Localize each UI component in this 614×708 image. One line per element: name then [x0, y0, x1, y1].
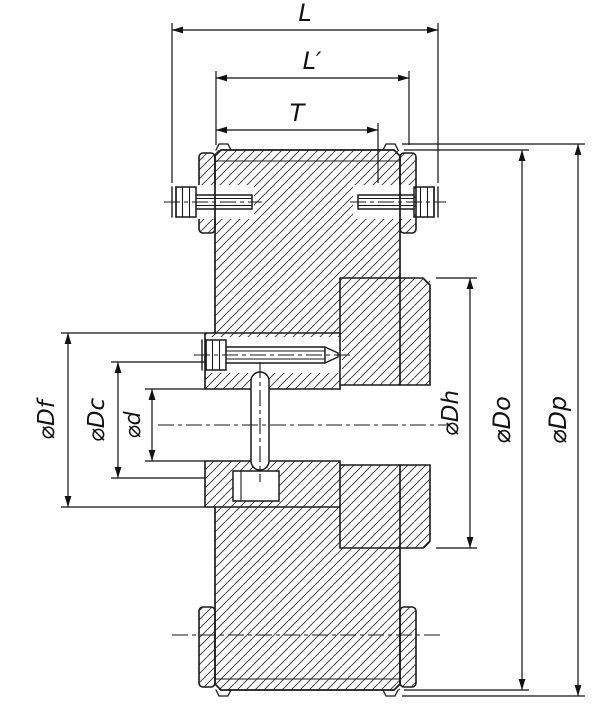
dim-label-L: L — [298, 0, 311, 27]
key-block — [232, 470, 280, 502]
arrow-d-top — [148, 389, 156, 400]
clamp-screw-top-right — [357, 186, 439, 218]
dimension-labels: L L′ T ⌀Df ⌀Dc ⌀d ⌀Dh ⌀Do ⌀Dp — [34, 0, 572, 444]
bore-edges — [204, 388, 341, 462]
dim-label-Dp: ⌀Dp — [544, 396, 572, 444]
dim-Do-lines — [404, 149, 529, 691]
arrow-Dp-top — [574, 144, 582, 155]
arrow-Dh-bottom — [466, 537, 474, 548]
centerlines — [158, 201, 448, 636]
counterbore-edges — [339, 384, 431, 466]
dim-Dc-lines — [111, 361, 205, 479]
dim-label-Df: ⌀Df — [34, 397, 60, 440]
dim-label-T: T — [290, 99, 307, 127]
arrow-Dh-top — [466, 278, 474, 289]
flange-bottom-left — [198, 606, 216, 688]
dim-Df-lines — [61, 332, 205, 508]
dim-d-lines — [145, 388, 205, 462]
screw-thread-lines — [357, 198, 415, 206]
dimension-lines — [61, 23, 585, 697]
screw-thread-lines — [225, 350, 326, 360]
arrow-Dp-bottom — [574, 685, 582, 696]
dim-Lprime-lines — [215, 71, 410, 145]
dim-label-L-prime: L′ — [303, 47, 322, 75]
arrow-T-right — [367, 126, 378, 134]
arrow-Lprime-right — [398, 74, 409, 82]
dim-Dp-lines — [402, 143, 585, 697]
arrow-Lprime-left — [216, 74, 227, 82]
screw-head-facets — [181, 186, 191, 218]
dim-label-Do: ⌀Do — [488, 396, 516, 444]
dim-label-d: ⌀d — [121, 410, 146, 438]
flange-bottom-right — [399, 606, 417, 688]
dim-Dh-lines — [436, 277, 477, 549]
hub-boss-outline — [339, 277, 431, 549]
dim-L-lines — [171, 23, 439, 183]
arrow-L-left — [172, 26, 183, 34]
arrow-Do-bottom — [518, 679, 526, 690]
arrow-Df-top — [64, 333, 72, 344]
dim-label-Dh: ⌀Dh — [438, 390, 464, 436]
screw-head-facets — [211, 339, 221, 371]
arrow-Dc-top — [114, 362, 122, 373]
arrow-Dc-bottom — [114, 467, 122, 478]
dim-label-Dc: ⌀Dc — [84, 398, 110, 443]
dimension-arrowheads — [64, 26, 582, 696]
screw-shank — [225, 346, 326, 364]
arrow-Do-top — [518, 150, 526, 161]
pitch-line-tabs — [215, 143, 399, 697]
hub-outline — [204, 332, 341, 508]
screw-thread-lines — [195, 198, 253, 206]
tooth-root-lines — [214, 160, 401, 680]
arrow-d-bottom — [148, 450, 156, 461]
arrow-Df-bottom — [64, 496, 72, 507]
arrow-L-right — [427, 26, 438, 34]
dim-T-lines — [216, 123, 379, 183]
part-outlines — [171, 143, 439, 697]
disc-outline — [214, 149, 401, 691]
arrow-T-left — [216, 126, 227, 134]
hub-setscrew — [201, 339, 339, 371]
